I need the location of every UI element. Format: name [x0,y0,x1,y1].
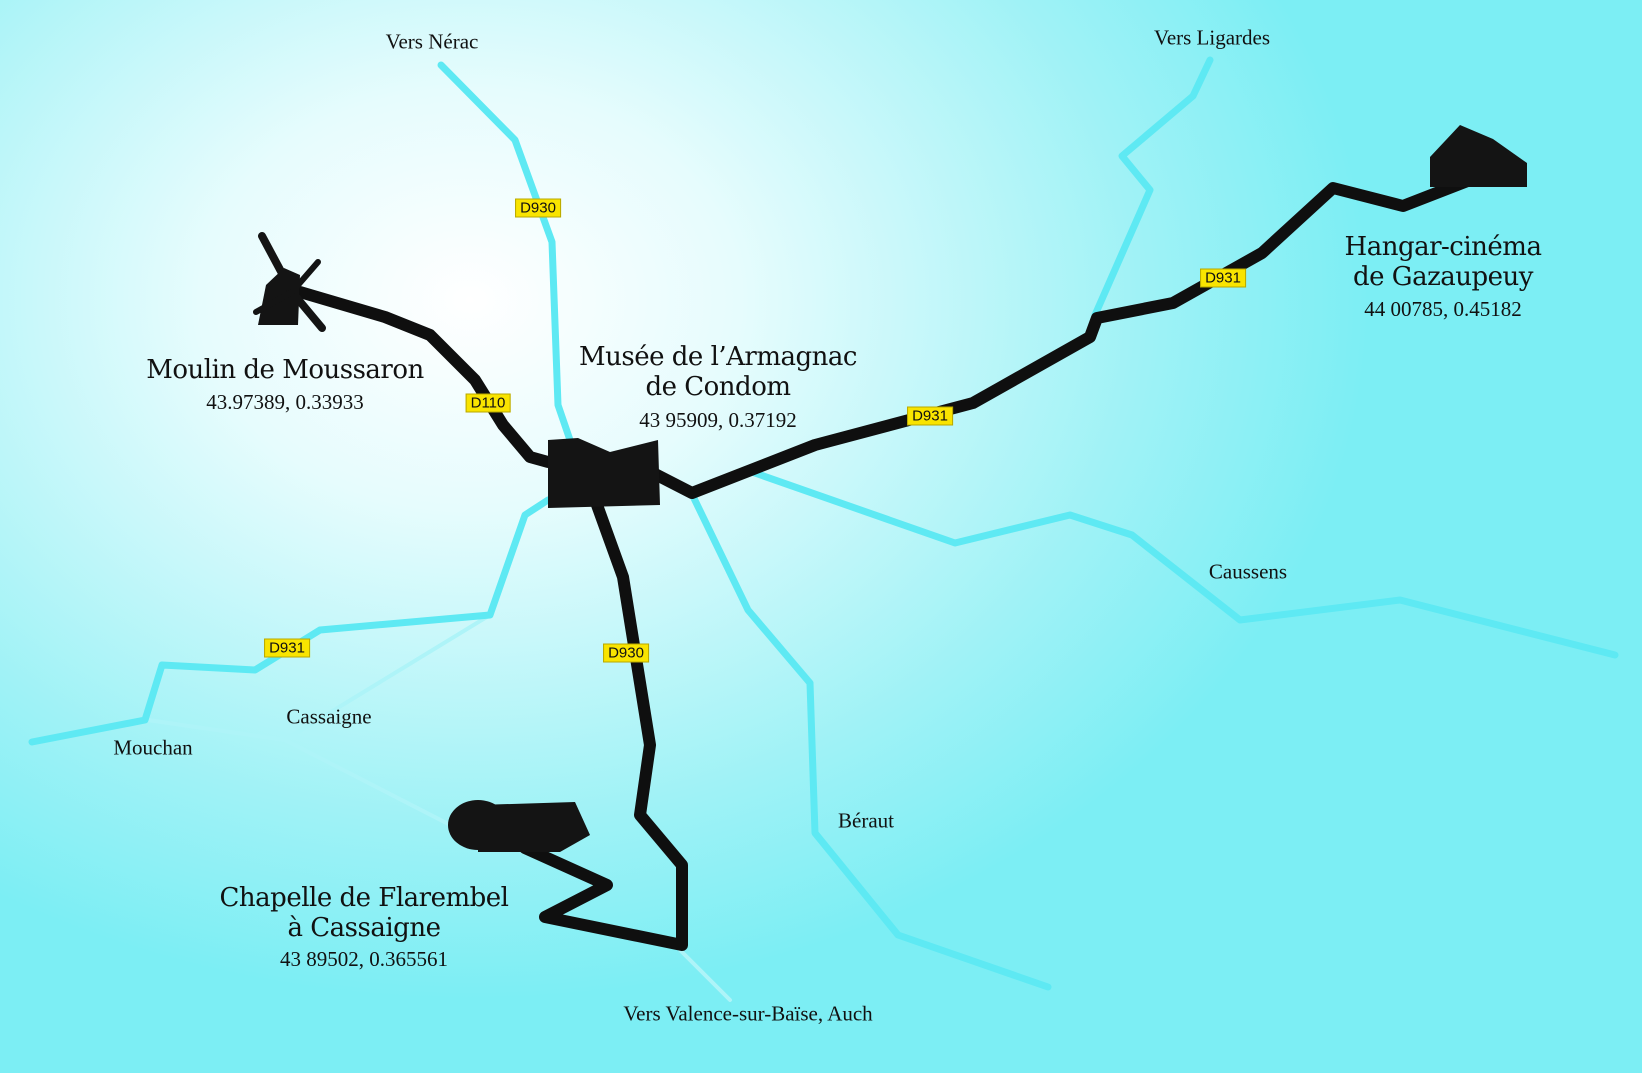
road-badge-d930-south: D930 [603,643,649,663]
poi-title-musee-line-2: de Condom [645,372,791,402]
minor-road-valence [678,948,732,1002]
place-label-nerac: Vers Nérac [385,29,479,54]
route-to-moulin [294,286,554,468]
minor-road-chapelle [283,738,462,832]
poi-title-chapelle-line-1: Chapelle de Flarembel [219,883,509,913]
road-caussens [748,468,1619,659]
poi-title-chapelle-line-2: à Cassaigne [287,913,441,943]
hangar-icon [1430,125,1527,187]
poi-title-chapelle: Chapelle de Flarembel à Cassaigne [220,883,509,943]
building-icon [548,438,660,508]
road-badge-d931-west: D931 [264,638,310,658]
poi-title-hangar-line-2: de Gazaupeuy [1353,262,1533,292]
place-label-cassaigne: Cassaigne [286,704,372,729]
road-badge-d110: D110 [465,393,511,413]
poi-title-hangar: Hangar-cinéma de Gazaupeuy [1345,232,1542,292]
road-beraut [686,486,1052,991]
place-label-valence: Vers Valence-sur-Baïse, Auch [623,1001,873,1026]
road-badge-d931-east-2: D931 [1200,268,1246,288]
road-badge-d931-east-1: D931 [907,406,953,426]
place-label-caussens: Caussens [1208,559,1288,584]
poi-coords-hangar: 44 00785, 0.45182 [1364,297,1522,321]
poi-coords-musee: 43 95909, 0.37192 [639,408,797,432]
poi-title-musee: Musée de l’Armagnac de Condom [579,342,857,402]
road-ligardes [1091,56,1214,319]
poi-coords-chapelle: 43 89502, 0.365561 [280,947,448,971]
place-label-ligardes: Vers Ligardes [1153,25,1271,50]
road-nerac [437,61,574,444]
poi-title-hangar-line-1: Hangar-cinéma [1344,232,1542,262]
chapel-icon [448,800,590,852]
route-to-hangar [647,174,1476,499]
poi-title-musee-line-1: Musée de l’Armagnac [579,342,857,372]
road-badge-d930-north: D930 [515,198,561,218]
route-to-chapelle [519,499,688,951]
place-label-beraut: Béraut [838,808,894,833]
windmill-icon [253,232,326,332]
poi-title-moulin: Moulin de Moussaron [146,355,424,385]
poi-title-moulin-line: Moulin de Moussaron [146,355,424,385]
place-label-mouchan: Mouchan [113,735,193,760]
poi-coords-moulin: 43.97389, 0.33933 [206,390,364,414]
